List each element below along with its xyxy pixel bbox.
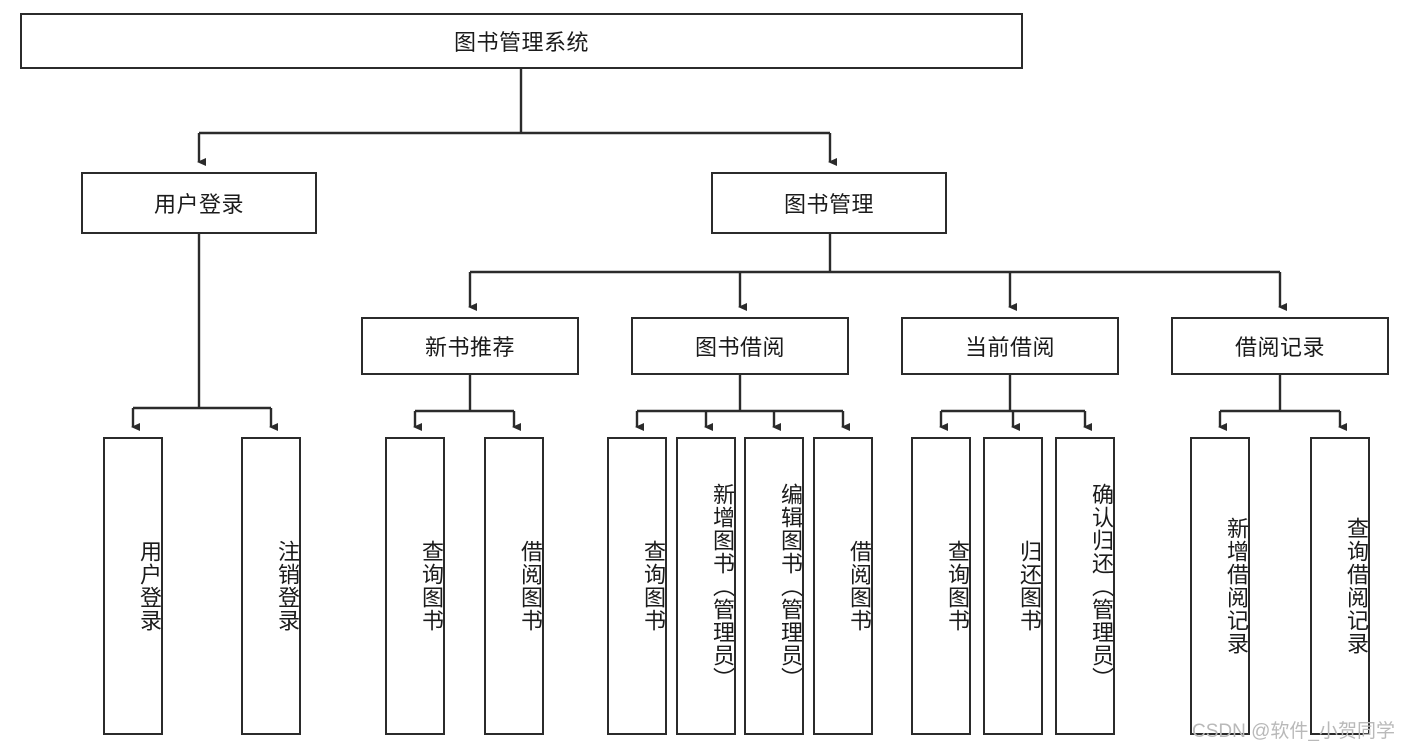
node-book-borrow[interactable]: 图书借阅 <box>631 317 849 375</box>
node-book-management[interactable]: 图书管理 <box>711 172 947 234</box>
leaf-add-borrow-record-label: 新增借阅记录 <box>1224 517 1249 655</box>
leaf-borrow-book-rec-label: 借阅图书 <box>518 540 543 632</box>
leaf-add-book-admin-label: 新增图书（管理员） <box>710 482 735 690</box>
node-root-label: 图书管理系统 <box>453 30 589 55</box>
node-new-book-recommend-label: 新书推荐 <box>424 335 515 360</box>
leaf-borrow-book-rec[interactable]: 借阅图书 <box>484 437 544 735</box>
leaf-confirm-return-admin[interactable]: 确认归还（管理员） <box>1055 437 1115 735</box>
leaf-user-login[interactable]: 用户登录 <box>103 437 163 735</box>
node-book-management-label: 图书管理 <box>783 192 874 217</box>
node-current-borrow[interactable]: 当前借阅 <box>901 317 1119 375</box>
node-new-book-recommend[interactable]: 新书推荐 <box>361 317 579 375</box>
leaf-logout-login-label: 注销登录 <box>275 540 300 632</box>
node-current-borrow-label: 当前借阅 <box>964 335 1055 360</box>
leaf-query-book-current[interactable]: 查询图书 <box>911 437 971 735</box>
node-root-system[interactable]: 图书管理系统 <box>20 13 1023 69</box>
leaf-borrow-book-label: 借阅图书 <box>847 540 872 632</box>
node-borrow-record[interactable]: 借阅记录 <box>1171 317 1389 375</box>
node-book-borrow-label: 图书借阅 <box>694 335 785 360</box>
leaf-edit-book-admin-label: 编辑图书（管理员） <box>778 482 803 690</box>
leaf-logout-login[interactable]: 注销登录 <box>241 437 301 735</box>
node-user-login[interactable]: 用户登录 <box>81 172 317 234</box>
leaf-return-book[interactable]: 归还图书 <box>983 437 1043 735</box>
node-borrow-record-label: 借阅记录 <box>1234 335 1325 360</box>
leaf-borrow-book[interactable]: 借阅图书 <box>813 437 873 735</box>
leaf-query-borrow-record[interactable]: 查询借阅记录 <box>1310 437 1370 735</box>
leaf-query-book-rec[interactable]: 查询图书 <box>385 437 445 735</box>
leaf-query-book-borrow-label: 查询图书 <box>641 540 666 632</box>
leaf-query-borrow-record-label: 查询借阅记录 <box>1344 517 1369 655</box>
leaf-query-book-current-label: 查询图书 <box>945 540 970 632</box>
leaf-query-book-rec-label: 查询图书 <box>419 540 444 632</box>
leaf-query-book-borrow[interactable]: 查询图书 <box>607 437 667 735</box>
leaf-add-borrow-record[interactable]: 新增借阅记录 <box>1190 437 1250 735</box>
leaf-confirm-return-admin-label: 确认归还（管理员） <box>1089 482 1114 690</box>
csdn-watermark: CSDN @软件_小贺同学 <box>1192 721 1395 742</box>
leaf-user-login-label: 用户登录 <box>137 540 162 632</box>
leaf-return-book-label: 归还图书 <box>1017 540 1042 632</box>
node-user-login-label: 用户登录 <box>153 192 244 217</box>
leaf-add-book-admin[interactable]: 新增图书（管理员） <box>676 437 736 735</box>
leaf-edit-book-admin[interactable]: 编辑图书（管理员） <box>744 437 804 735</box>
